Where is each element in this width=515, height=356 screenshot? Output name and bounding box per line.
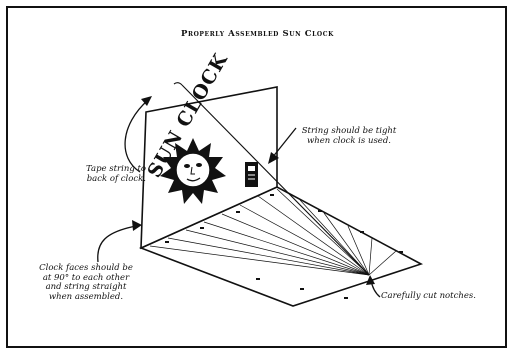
arrow-heads: [132, 96, 375, 285]
notch-arrow-head: [366, 275, 375, 285]
hour-lines: [149, 188, 397, 276]
hour-line: [185, 229, 370, 276]
hour-line: [347, 225, 370, 276]
note-clock-faces: Clock faces should be at 90° to each oth…: [39, 263, 133, 302]
hour-line: [167, 237, 370, 276]
diagram-title: Properly Assembled Sun Clock: [181, 29, 334, 39]
sun-face-icon: [160, 138, 226, 204]
hour-line: [149, 245, 370, 276]
faces-arrow-head: [132, 220, 142, 231]
hour-ticks: [165, 194, 403, 299]
note-tape-string: Tape string to back of clock.: [86, 164, 146, 184]
hour-line: [299, 199, 370, 276]
hour-line: [239, 204, 370, 276]
tape-arrow: [124, 99, 149, 173]
hour-line: [257, 195, 370, 276]
logo-box: [245, 162, 258, 187]
string-arrow-head: [268, 152, 279, 164]
hour-line: [276, 188, 370, 276]
string-tail: [173, 82, 183, 86]
hour-line: [203, 221, 370, 276]
hour-line: [368, 237, 373, 276]
faces-arrow: [97, 225, 137, 263]
note-string-tight: String should be tight when clock is use…: [301, 126, 397, 146]
clock-string: [181, 84, 370, 276]
note-cut-notches: Carefully cut notches.: [381, 291, 476, 301]
hour-line: [323, 212, 370, 276]
hour-line: [368, 250, 397, 276]
tape-arrow-head: [141, 96, 152, 106]
string-arrow: [271, 127, 297, 159]
hour-line: [221, 213, 370, 276]
